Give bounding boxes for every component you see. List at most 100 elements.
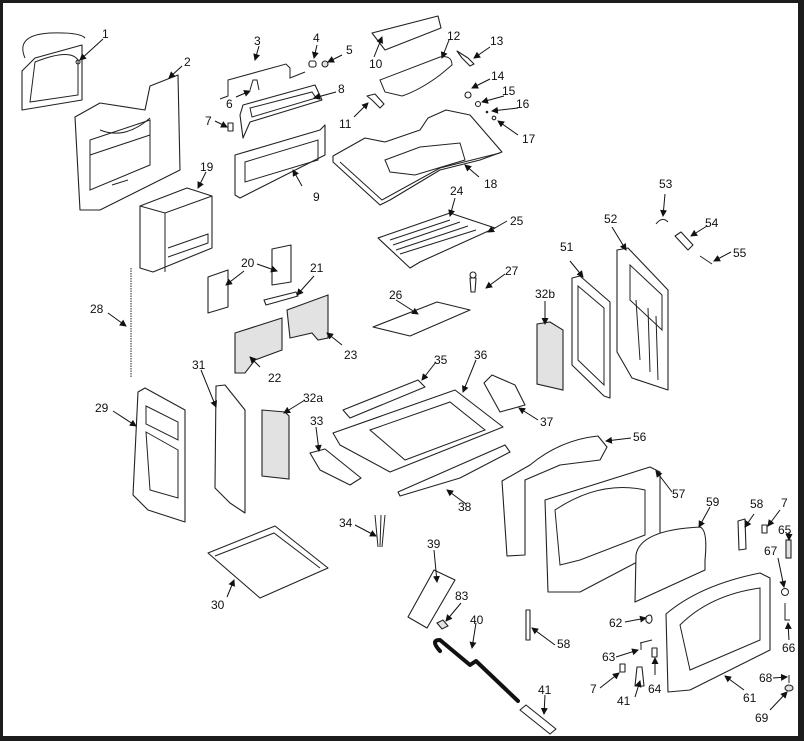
leader-40	[469, 622, 477, 649]
callout-66: 66	[782, 641, 796, 655]
leader-9	[292, 169, 303, 187]
callout-34: 34	[339, 516, 353, 530]
callout-65: 65	[778, 523, 792, 537]
part-18-top-casting	[332, 109, 503, 206]
callout-10: 10	[369, 57, 383, 71]
part-17-washer	[491, 115, 497, 121]
part-10-top-plate	[371, 15, 442, 51]
callout-51: 51	[560, 240, 574, 254]
leader-7c	[599, 672, 620, 689]
callout-2: 2	[184, 55, 191, 69]
leader-37	[518, 407, 539, 421]
callout-28: 28	[90, 302, 104, 316]
leader-27	[485, 273, 506, 289]
part-8-frame	[239, 84, 323, 139]
leader-20b	[256, 263, 278, 273]
part-19-heat-exchanger-box	[139, 187, 213, 273]
leader-41a	[540, 694, 548, 715]
callout-62: 62	[609, 616, 623, 630]
leader-63	[615, 648, 639, 658]
callout-58b: 58	[557, 637, 571, 651]
callout-32a: 32a	[303, 391, 323, 405]
part-2-back-panel	[74, 74, 181, 211]
part-32a-firebrick	[261, 409, 290, 480]
callout-38: 38	[458, 500, 472, 514]
callout-55: 55	[733, 246, 747, 260]
leader-24	[448, 197, 456, 217]
part-53-spring	[655, 218, 669, 225]
part-52-side-door	[616, 247, 669, 391]
leader-15	[481, 95, 505, 104]
part-31-heat-shield	[214, 384, 246, 514]
leader-61	[724, 675, 745, 691]
leader-13	[473, 46, 491, 59]
callout-59: 59	[706, 495, 720, 509]
leader-41b	[634, 680, 642, 698]
leader-25	[487, 220, 508, 233]
callout-8: 8	[338, 82, 345, 96]
leader-3	[253, 45, 261, 61]
part-37-bracket	[483, 374, 526, 413]
callout-25: 25	[510, 214, 524, 228]
callout-30: 30	[211, 598, 225, 612]
part-24-25-grate	[377, 212, 496, 269]
part-23-firebrick-right	[286, 294, 329, 341]
part-83-spring	[436, 619, 449, 630]
leader-34	[354, 524, 377, 537]
callout-36: 36	[474, 348, 488, 362]
part-20-baffle-plates	[207, 244, 292, 314]
callout-11: 11	[339, 117, 352, 131]
leader-67	[777, 557, 787, 588]
part-1-flue-collar-plate	[21, 32, 86, 111]
part-11-latch-hook	[366, 93, 385, 109]
leader-52	[611, 226, 627, 251]
callout-61: 61	[743, 691, 757, 705]
part-22-firebrick-left	[234, 317, 283, 374]
leader-22	[249, 356, 261, 368]
part-7-latch-block	[227, 122, 234, 132]
leader-4	[311, 44, 319, 59]
part-3-rod	[219, 63, 306, 100]
callout-57: 57	[672, 487, 686, 501]
callout-35: 35	[434, 353, 448, 367]
callout-3: 3	[254, 34, 261, 48]
leader-35	[421, 361, 437, 381]
callout-12: 12	[447, 29, 461, 43]
callout-33: 33	[310, 414, 324, 428]
callout-7b: 7	[781, 496, 788, 510]
callout-17: 17	[522, 132, 536, 146]
callout-16: 16	[516, 97, 530, 111]
leader-57	[655, 470, 673, 493]
part-26-plate	[372, 301, 471, 337]
part-21-channel	[263, 291, 299, 306]
leader-68	[772, 673, 788, 681]
part-4-bushing	[308, 60, 317, 68]
part-33-bracket	[309, 448, 362, 486]
callout-labels: 1 2 3 4 5 6 7 8 9 10 11 12 13 14 15 16 1…	[90, 27, 796, 725]
leader-7a	[214, 120, 228, 128]
callout-26: 26	[389, 288, 403, 302]
part-30-ash-pan	[207, 525, 329, 599]
callout-22: 22	[268, 371, 282, 385]
leader-19	[197, 171, 207, 189]
leader-21	[296, 275, 315, 296]
callout-1: 1	[102, 27, 109, 41]
callout-7c: 7	[590, 682, 597, 696]
part-62-washer	[645, 614, 653, 624]
leader-11	[353, 102, 369, 118]
callout-23: 23	[344, 348, 358, 362]
part-66-bracket	[784, 603, 790, 621]
callout-37: 37	[540, 415, 554, 429]
leader-23	[326, 332, 343, 346]
callout-27: 27	[505, 264, 519, 278]
part-63-latch-pin	[639, 639, 653, 650]
leader-29	[112, 410, 137, 427]
part-16-screw	[485, 110, 489, 114]
callout-15: 15	[502, 84, 516, 98]
callout-20: 20	[241, 256, 255, 270]
part-34-clip	[374, 514, 386, 548]
part-61-front-door	[665, 572, 771, 693]
leader-14	[471, 78, 491, 89]
diagram-canvas: 1 2 3 4 5 6 7 8 9 10 11 12 13 14 15 16 1…	[3, 3, 798, 736]
part-32b-firebrick	[536, 321, 564, 391]
